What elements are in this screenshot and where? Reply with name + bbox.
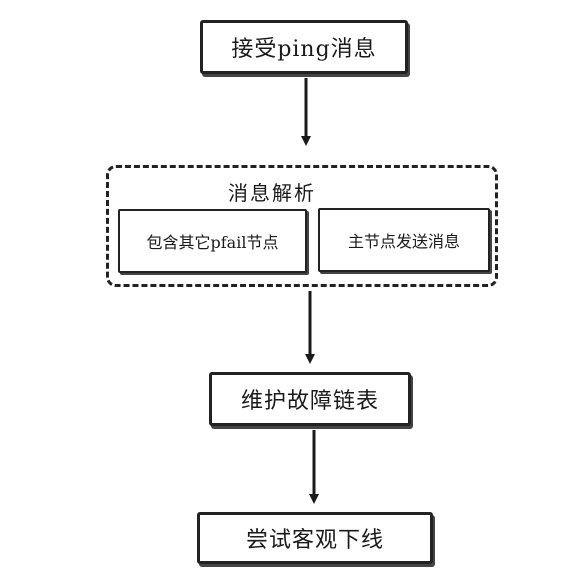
master-send-message-node: 主节点发送消息: [318, 208, 490, 272]
try-objective-down-label: 尝试客观下线: [245, 528, 384, 553]
contains-pfail-label: 包含其它pfail节点: [146, 233, 279, 252]
receive-ping-label: 接受ping消息: [231, 37, 377, 62]
message-parse-title: 消息解析: [228, 181, 316, 205]
master-send-message-label: 主节点发送消息: [347, 232, 460, 251]
contains-pfail-node: 包含其它pfail节点: [118, 209, 307, 273]
maintain-fail-list-label: 维护故障链表: [240, 389, 379, 414]
receive-ping-node: 接受ping消息: [200, 20, 408, 74]
message-parse-group: [106, 165, 498, 287]
try-objective-down-node: 尝试客观下线: [197, 512, 433, 564]
maintain-fail-list-node: 维护故障链表: [209, 372, 411, 426]
